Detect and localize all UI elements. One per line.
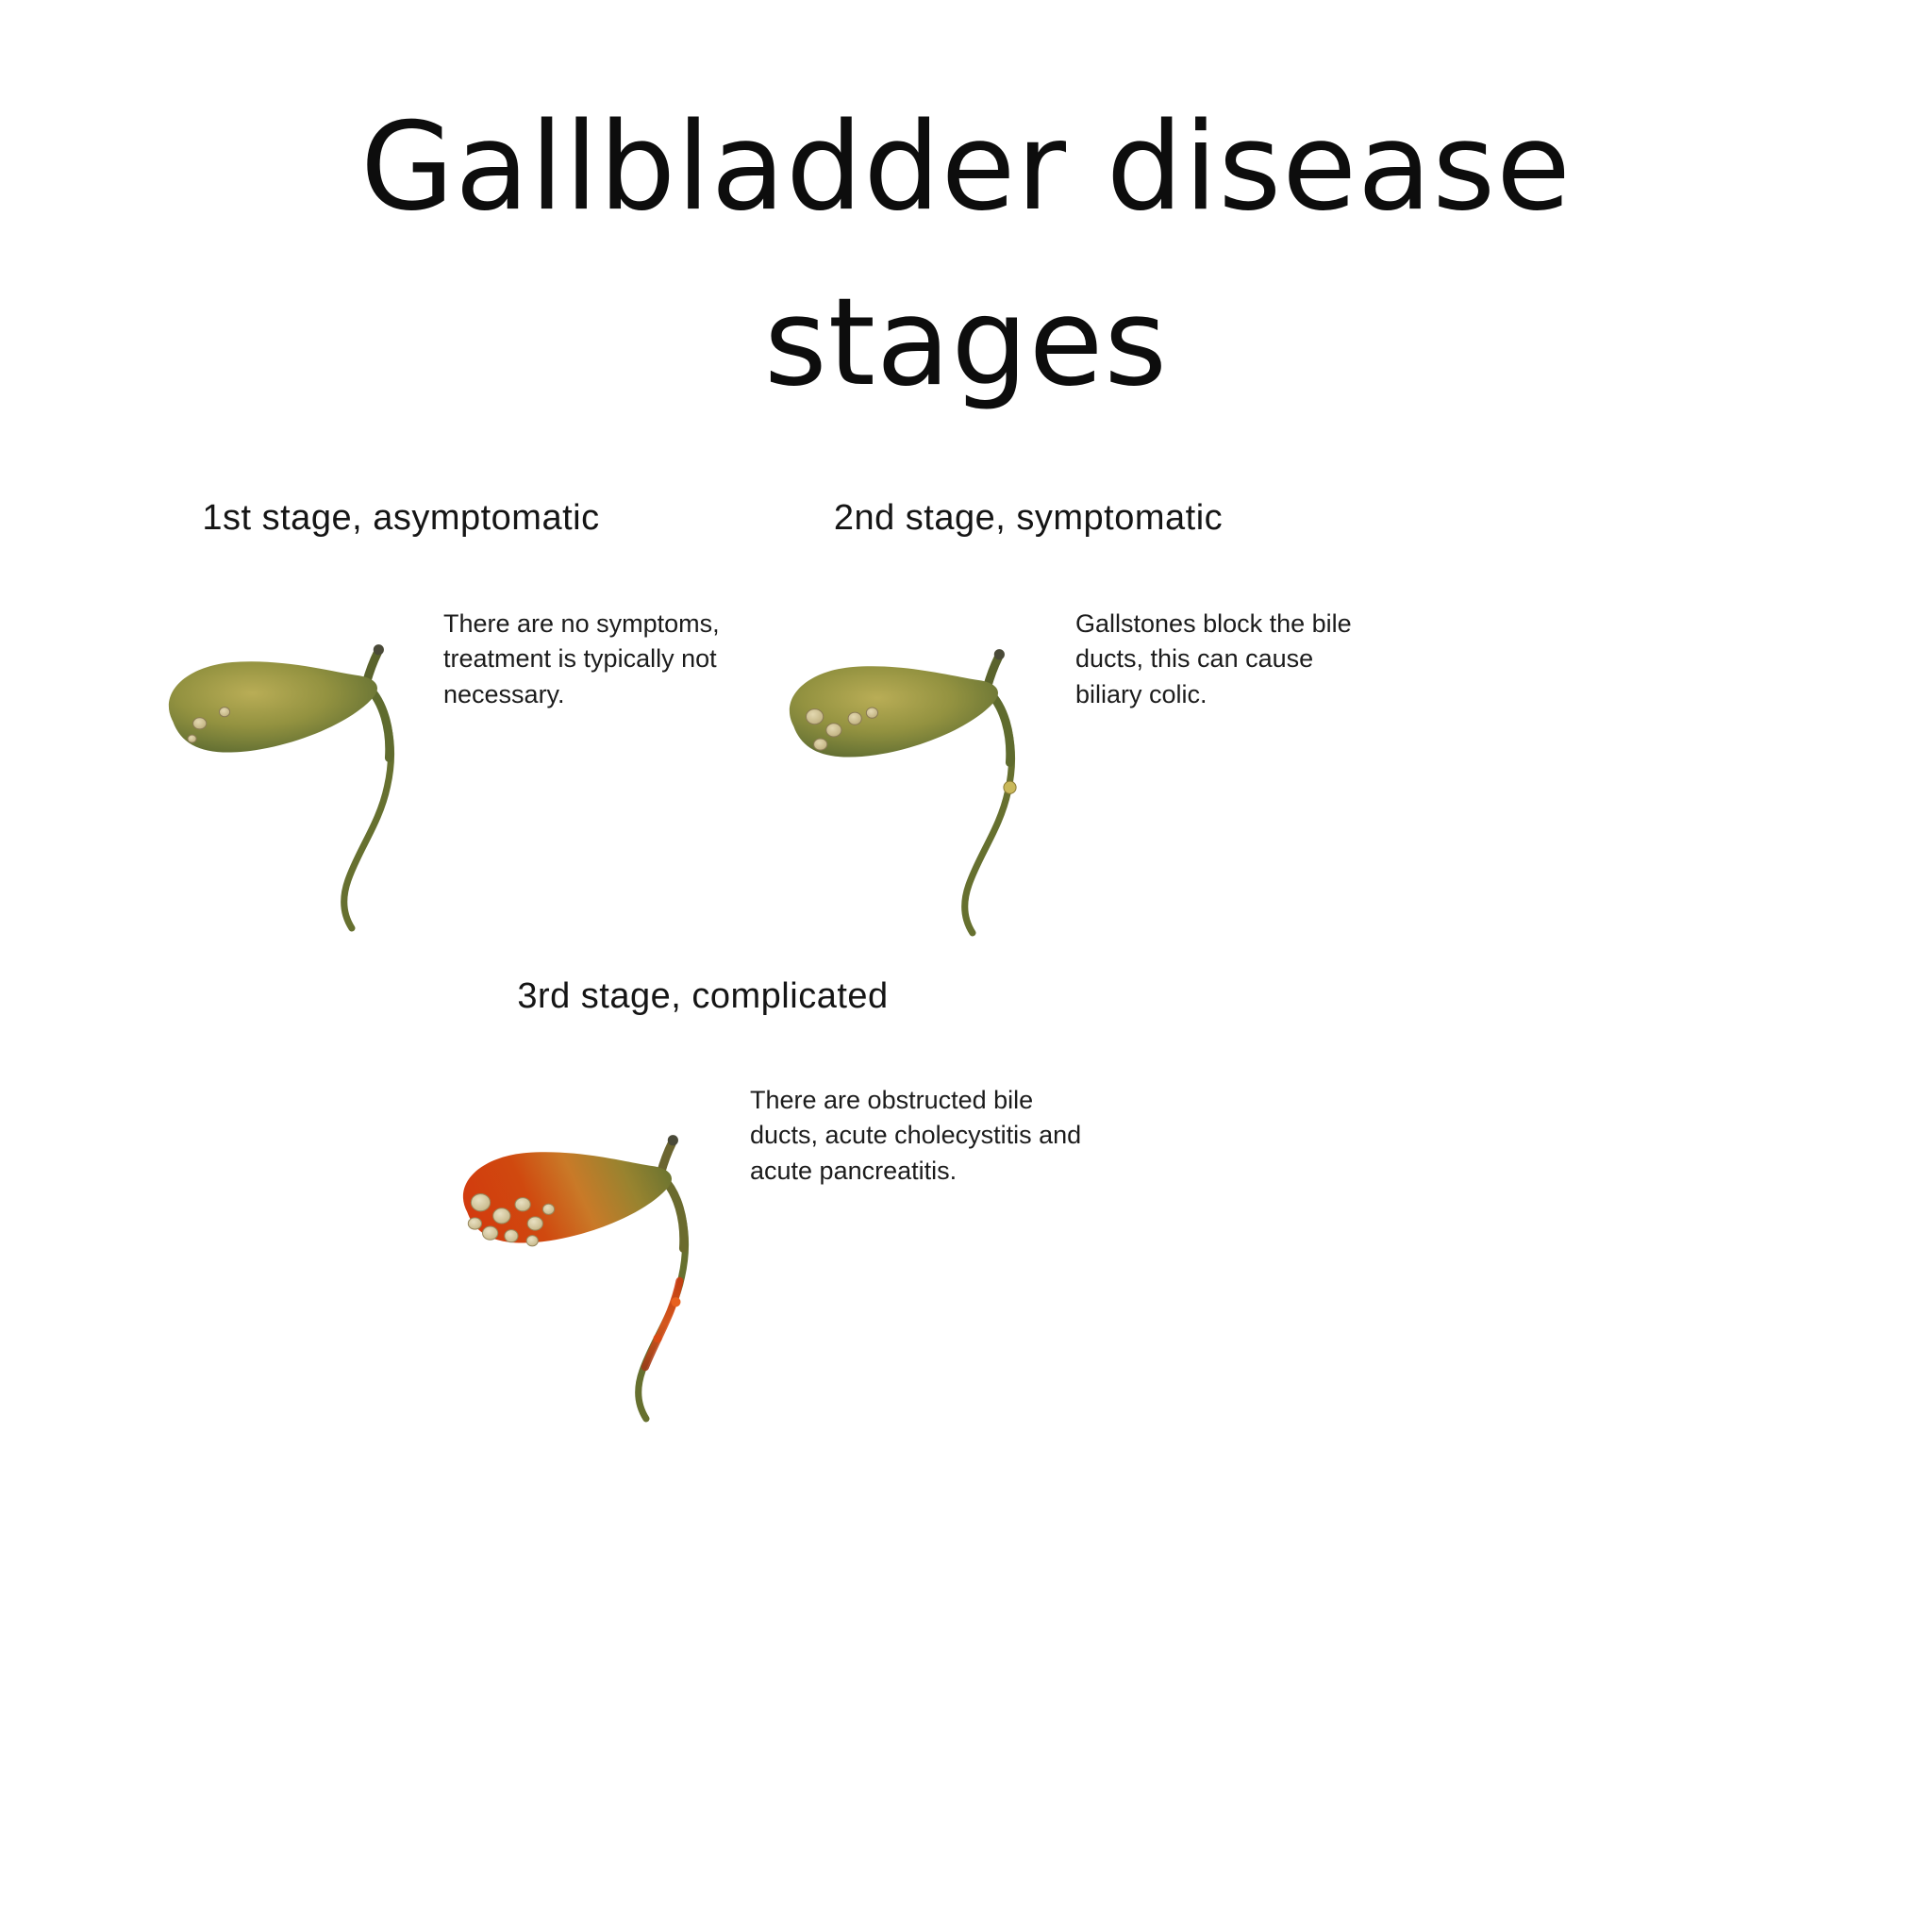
duct-blocking-stone (1003, 780, 1017, 794)
stage-1-heading: 1st stage, asymptomatic (202, 498, 600, 538)
gallstones (187, 707, 231, 743)
stage-2-description: Gallstones block the bile ducts, this ca… (1075, 609, 1352, 708)
gallstones (805, 707, 879, 751)
duct-tip (993, 649, 1005, 660)
gallbladder-svg-stage-2 (789, 649, 1017, 937)
duct-tip (667, 1135, 678, 1146)
duct-inflammation-spot (671, 1297, 681, 1307)
page-title-line2: stages (764, 272, 1168, 413)
gallstones (467, 1193, 556, 1247)
gallbladder-svg-stage-3 (462, 1135, 690, 1423)
gallbladder-body (789, 666, 999, 758)
gallbladder-illustration-stage-1 (142, 599, 434, 934)
duct-inflammation-spot (653, 1334, 662, 1343)
stage-1-description: There are no symptoms, treatment is typi… (443, 609, 720, 708)
stage-3-heading: 3rd stage, complicated (517, 976, 889, 1016)
page-title: Gallbladder disease stages (0, 80, 1932, 430)
obstructed-duct-segment (641, 1276, 684, 1372)
gallbladder-svg-stage-1 (168, 644, 395, 932)
gallbladder-illustration-stage-3 (436, 1090, 728, 1424)
duct-tip (373, 644, 384, 656)
gallbladder-body (168, 661, 378, 753)
stage-2-heading: 2nd stage, symptomatic (833, 498, 1224, 538)
gallbladder-illustration-stage-2 (762, 604, 1055, 939)
stage-3-description: There are obstructed bile ducts, acute c… (750, 1086, 1082, 1185)
page-title-line1: Gallbladder disease (360, 97, 1572, 238)
gallbladder-body-inflamed (462, 1152, 673, 1243)
